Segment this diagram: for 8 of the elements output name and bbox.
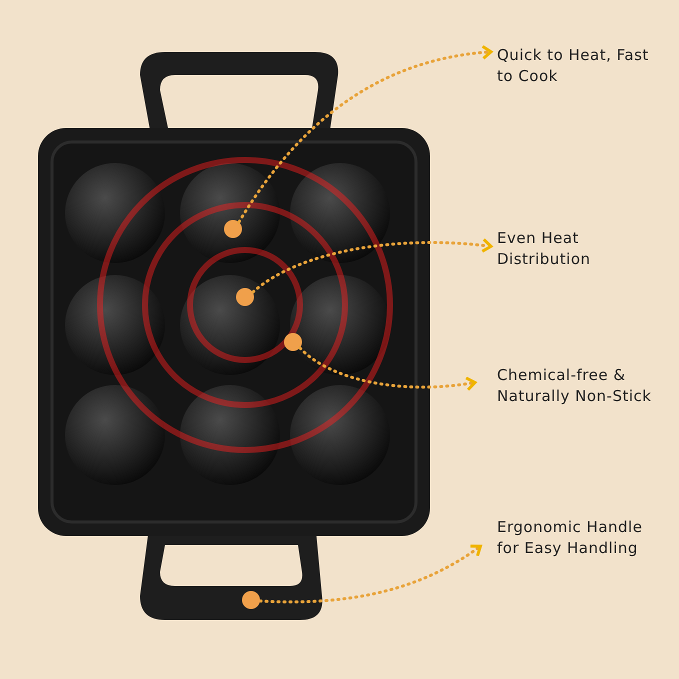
leader-line [252,238,492,294]
feature-label: Even Heat Distribution [497,228,662,270]
feature-label: Quick to Heat, Fast to Cook [497,45,662,87]
leader-line [298,346,476,392]
feature-label: Chemical-free & Naturally Non-Stick [497,365,662,407]
feature-label: Ergonomic Handle for Easy Handling [497,517,662,559]
leader-line [258,544,482,604]
leader-line [238,45,492,224]
